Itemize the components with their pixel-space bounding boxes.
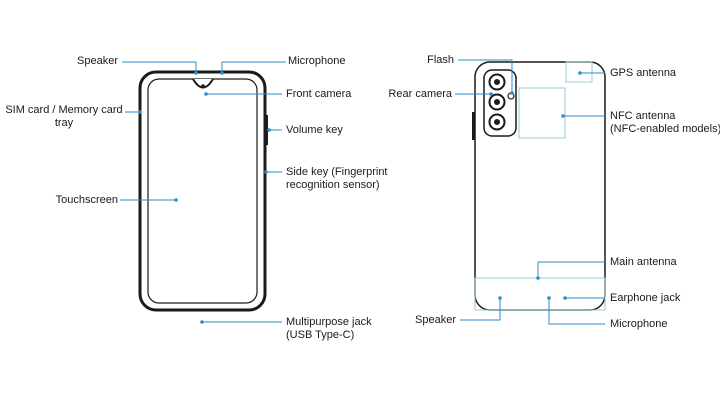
label-earphone-jack: Earphone jack — [610, 292, 681, 304]
label-side-key-line2: recognition sensor) — [286, 179, 380, 191]
label-touchscreen: Touchscreen — [55, 194, 118, 206]
leader-front-microphone — [221, 61, 286, 73]
label-back-speaker: Speaker — [415, 314, 456, 326]
front-leader-lines — [120, 61, 286, 324]
leader-back-microphone — [548, 298, 605, 325]
front-phone — [138, 70, 268, 312]
leader-main-antenna — [537, 261, 605, 278]
label-gps-antenna: GPS antenna — [610, 67, 677, 79]
gps-area — [565, 61, 593, 83]
label-nfc-antenna: NFC antenna (NFC-enabled models) — [610, 110, 720, 136]
rear-lens-3-inner — [494, 119, 500, 125]
back-left-key — [472, 112, 475, 140]
label-multipurpose-jack: Multipurpose jack (USB Type-C) — [286, 316, 372, 342]
label-back-microphone: Microphone — [610, 318, 668, 330]
rear-lens-1-inner — [494, 79, 500, 85]
label-volume-key: Volume key — [286, 124, 343, 136]
front-camera-lens — [201, 84, 205, 88]
label-sim-tray-line1: SIM card / Memory card — [5, 104, 123, 116]
back-phone — [472, 61, 606, 311]
label-front-camera: Front camera — [286, 88, 352, 100]
label-nfc-antenna-line1: NFC antenna — [610, 110, 676, 122]
leader-back-speaker — [460, 298, 501, 321]
label-side-key-line1: Side key (Fingerprint — [286, 166, 388, 178]
volume-key-shape — [265, 115, 268, 145]
front-phone-screen — [147, 78, 258, 304]
leader-flash — [458, 59, 513, 93]
nfc-area — [518, 87, 566, 139]
label-flash: Flash — [427, 54, 454, 66]
label-sim-tray-line2: tray — [54, 117, 74, 129]
rear-lens-2-inner — [494, 99, 500, 105]
label-multipurpose-jack-line1: Multipurpose jack — [286, 316, 372, 328]
leader-front-speaker — [122, 61, 197, 73]
back-leader-lines — [455, 59, 605, 325]
label-sim-tray: SIM card / Memory card tray — [2, 104, 126, 130]
main-antenna-area — [474, 277, 606, 311]
label-multipurpose-jack-line2: (USB Type-C) — [286, 329, 355, 341]
label-rear-camera: Rear camera — [388, 88, 452, 100]
label-front-speaker: Speaker — [77, 55, 118, 67]
label-front-microphone: Microphone — [288, 55, 346, 67]
label-side-key: Side key (Fingerprint recognition sensor… — [286, 166, 388, 192]
label-main-antenna: Main antenna — [610, 256, 677, 268]
label-nfc-antenna-line2: (NFC-enabled models) — [610, 123, 720, 135]
